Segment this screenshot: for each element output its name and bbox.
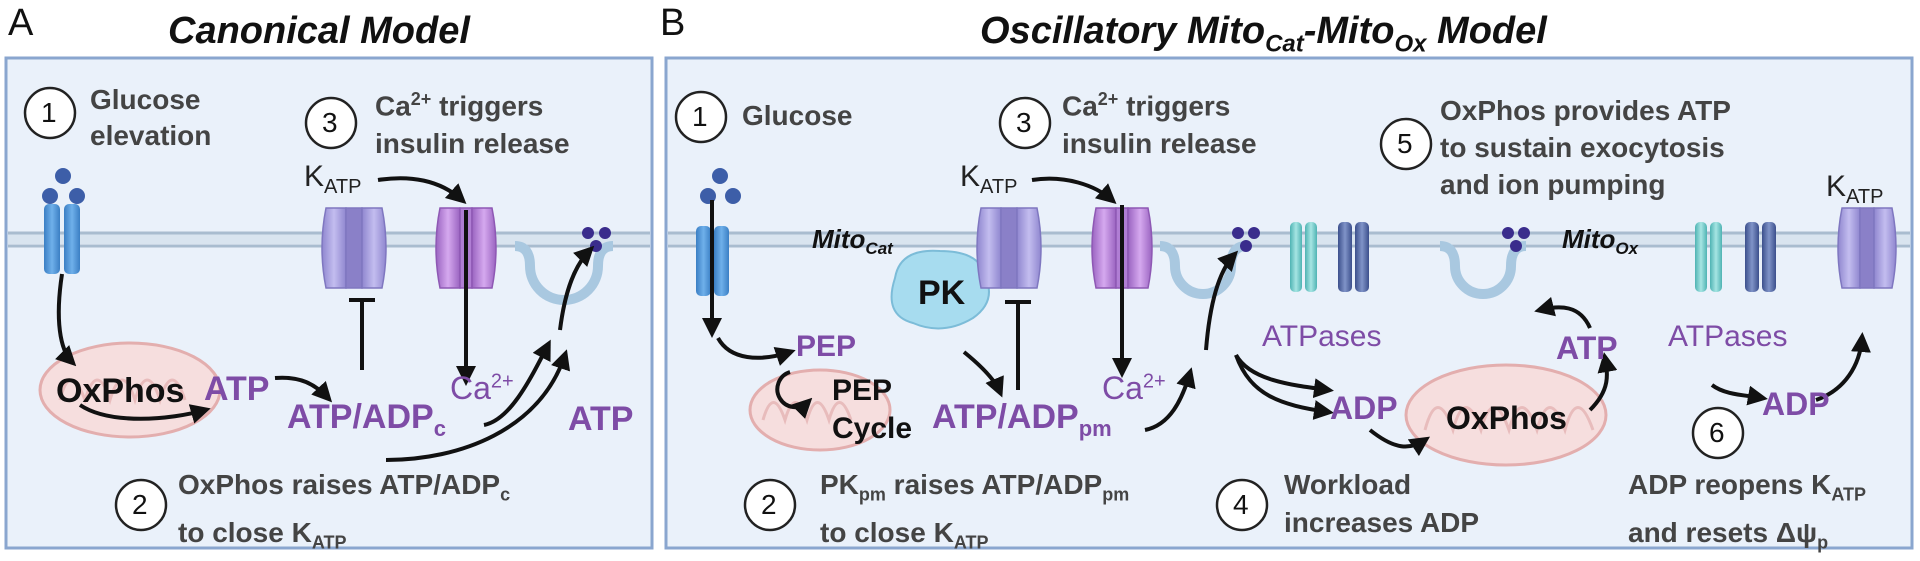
exocytosis-vesicle-b2-icon xyxy=(1439,241,1527,299)
adp-label-2: ADP xyxy=(1762,386,1830,422)
inhibition-bar-b xyxy=(1005,300,1031,390)
step-circles-b xyxy=(674,90,1745,532)
mitocat-label: MitoCat xyxy=(812,224,893,259)
step-a1-number: 1 xyxy=(41,97,57,128)
atp-label-b: ATP xyxy=(1556,330,1618,366)
step-b1-number: 1 xyxy=(692,101,708,132)
katp-channel-b-icon xyxy=(976,207,1042,289)
oxphos-label-a: OxPhos xyxy=(56,372,185,410)
insulin-granules-b1-icon xyxy=(1232,227,1260,252)
pep-label: PEP xyxy=(796,330,857,363)
katp-label-b: KATP xyxy=(960,160,1018,198)
katp-channel-icon xyxy=(321,207,387,289)
mitochondrion-mitoox-icon xyxy=(1404,363,1608,467)
atpase-pumps-1-icon xyxy=(1290,222,1369,292)
panel-b-letter: B xyxy=(660,2,686,44)
step-b4-number: 4 xyxy=(1233,489,1249,520)
atpases-label-1: ATPases xyxy=(1262,320,1382,353)
insulin-granules-icon xyxy=(582,227,611,252)
calcium-label-b: Ca2+ xyxy=(1102,370,1166,406)
step-b6-text: ADP reopens KATP and resets Δψp xyxy=(1628,469,1866,553)
atpases-label-2: ATPases xyxy=(1668,320,1788,353)
mitochondrion-icon xyxy=(38,341,222,439)
katp-label-b2: KATP xyxy=(1826,170,1884,208)
atpase-pumps-2-icon xyxy=(1695,222,1776,292)
atp-label-a2: ATP xyxy=(568,400,634,438)
insulin-granules-b2-icon xyxy=(1502,227,1530,252)
katp-label-a: KATP xyxy=(304,160,362,198)
calcium-label-a: Ca2+ xyxy=(450,370,514,406)
step-b2-text: PKpm raises ATP/ADPpm to close KATP xyxy=(820,469,1130,553)
pep-cycle-arrow-icon xyxy=(775,370,813,419)
panel-a-letter: A xyxy=(8,2,34,44)
atp-adp-label-b: ATP/ADPpm xyxy=(932,398,1112,441)
step-a3-number: 3 xyxy=(322,107,338,138)
glucose-transporter-b-icon xyxy=(696,226,729,296)
calcium-channel-b-icon xyxy=(1091,207,1153,289)
atp-adp-label-a: ATP/ADPc xyxy=(287,398,446,441)
panel-b-frame xyxy=(664,56,1914,550)
oxphos-label-b: OxPhos xyxy=(1446,400,1567,436)
mitoox-label: MitoOx xyxy=(1562,224,1639,259)
step-circles-a xyxy=(23,86,358,532)
step-b5-number: 5 xyxy=(1397,128,1413,159)
step-b3-text: Ca2+ triggers insulin release xyxy=(1062,89,1257,160)
step-b3-number: 3 xyxy=(1016,107,1032,138)
panel-a-title: Canonical Model xyxy=(168,10,470,52)
panel-b-title: Oscillatory MitoCat-MitoOx Model xyxy=(980,10,1547,58)
step-a2-text: OxPhos raises ATP/ADPc to close KATP xyxy=(178,469,511,553)
step-a3-text: Ca2+ triggers insulin release xyxy=(375,89,570,160)
glucose-transporter-icon xyxy=(44,204,80,274)
adp-label-1: ADP xyxy=(1330,390,1398,426)
pathway-arrows-b xyxy=(702,176,1871,457)
mitochondrion-mitocat-icon xyxy=(748,368,892,452)
pk-enzyme-icon xyxy=(890,249,990,330)
inhibition-bar-a xyxy=(349,298,375,370)
step-b2-number: 2 xyxy=(761,489,777,520)
step-a2-number: 2 xyxy=(132,489,148,520)
step-b1-text: Glucose xyxy=(742,100,853,131)
step-b6-number: 6 xyxy=(1709,417,1725,448)
glucose-molecules-icon xyxy=(42,168,85,204)
katp-channel-b2-icon xyxy=(1837,207,1897,289)
pathway-arrows-a xyxy=(55,176,595,462)
pk-label: PK xyxy=(918,274,966,312)
atp-label-a: ATP xyxy=(204,370,270,408)
